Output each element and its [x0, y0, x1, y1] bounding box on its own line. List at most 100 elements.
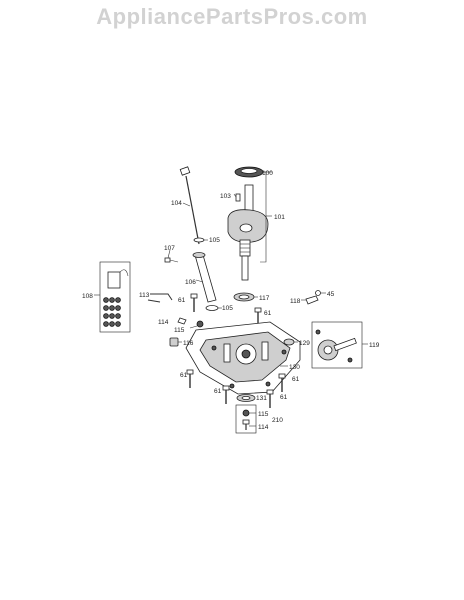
sump-housing-130[interactable]	[185, 321, 301, 395]
callout-105a[interactable]: 105	[209, 237, 220, 244]
screw-head	[315, 290, 321, 296]
screw-45[interactable]	[315, 290, 327, 296]
bolt-head	[266, 389, 274, 395]
bolt-61c[interactable]	[186, 369, 194, 388]
callout-113[interactable]: 113	[139, 292, 150, 299]
screw-head	[177, 317, 187, 325]
plug-116[interactable]	[169, 337, 182, 347]
callout-129[interactable]: 129	[299, 340, 310, 347]
callout-114a[interactable]: 114	[158, 319, 169, 326]
kit-part	[315, 329, 321, 335]
bolt-61e[interactable]	[222, 385, 230, 404]
o-ring-105b[interactable]	[205, 305, 219, 311]
key-part[interactable]	[235, 193, 241, 202]
seal-131[interactable]	[236, 394, 256, 402]
cam-hub	[323, 345, 333, 355]
o-ring-105[interactable]	[193, 237, 205, 243]
kit-part	[115, 321, 121, 327]
seal-inner	[241, 395, 251, 400]
drain-kit-210[interactable]	[235, 404, 257, 434]
callout-61e[interactable]: 61	[214, 388, 222, 395]
governor-kit-108[interactable]	[94, 261, 131, 333]
callout-61c[interactable]: 61	[180, 372, 188, 379]
leader-104	[182, 202, 191, 207]
link-rod	[150, 293, 173, 301]
leader-115a	[189, 325, 198, 329]
callout-115b[interactable]: 115	[258, 411, 269, 418]
spring	[147, 299, 161, 303]
bolt-head	[190, 293, 198, 299]
governor-body	[107, 271, 121, 289]
callout-103[interactable]: 103	[220, 193, 231, 200]
crank-pin	[239, 223, 253, 233]
callout-119[interactable]: 119	[369, 342, 380, 349]
callout-114b[interactable]: 114	[258, 424, 269, 431]
cam-shaft	[333, 337, 357, 352]
bolt-hole	[265, 381, 271, 387]
dipstick-rod	[185, 175, 200, 245]
kit-box	[311, 321, 363, 369]
callout-131[interactable]: 131	[256, 395, 267, 402]
washer-115b	[242, 409, 250, 417]
watermark-text: AppliancePartsPros.com	[96, 4, 368, 29]
gasket	[283, 338, 295, 346]
link-113[interactable]	[147, 293, 173, 303]
callout-61a[interactable]: 61	[178, 297, 186, 304]
callout-105b[interactable]: 105	[222, 305, 233, 312]
screw-114a[interactable]	[177, 317, 187, 325]
callout-118[interactable]: 118	[290, 298, 301, 305]
plug-head	[242, 419, 250, 425]
kit-part	[109, 297, 115, 303]
bolt-head	[186, 369, 194, 375]
callout-106[interactable]: 106	[185, 279, 196, 286]
oil-seal-inner	[240, 168, 258, 174]
kit-part	[109, 305, 115, 311]
seal-117[interactable]	[233, 292, 258, 302]
kit-part	[109, 313, 115, 319]
kit-part	[347, 357, 353, 363]
plug-body	[169, 337, 179, 347]
callout-61d[interactable]: 61	[292, 376, 300, 383]
callout-45[interactable]: 45	[327, 291, 335, 298]
callout-117[interactable]: 117	[259, 295, 270, 302]
sump-bore	[241, 349, 251, 359]
seal-inner	[238, 294, 250, 300]
kit-part	[115, 313, 121, 319]
crankshaft-group	[227, 166, 272, 281]
callout-104[interactable]: 104	[171, 200, 182, 207]
tube-top	[192, 252, 206, 258]
callout-61b[interactable]: 61	[264, 310, 272, 317]
bolt-hole	[211, 345, 217, 351]
bolt-61f[interactable]	[266, 389, 274, 408]
lever-118[interactable]	[301, 295, 319, 305]
crankshaft-lower-shaft	[241, 255, 249, 281]
washer-115a[interactable]	[189, 320, 204, 329]
callout-61f[interactable]: 61	[280, 394, 288, 401]
callout-130[interactable]: 130	[289, 364, 300, 371]
leader-107	[167, 249, 171, 259]
leader-103	[233, 193, 237, 198]
sump-rib	[223, 343, 231, 363]
callout-115a[interactable]: 115	[174, 327, 185, 334]
governor-arm	[119, 269, 129, 277]
callout-101[interactable]: 101	[274, 214, 285, 221]
callout-210[interactable]: 210	[272, 417, 283, 424]
dipstick-tube-106[interactable]	[194, 254, 217, 303]
callout-100[interactable]: 100	[262, 170, 273, 177]
bolt-61d[interactable]	[278, 373, 286, 392]
callout-116[interactable]: 116	[183, 340, 194, 347]
kit-part	[103, 321, 109, 327]
washer	[196, 320, 204, 328]
callout-108[interactable]: 108	[82, 293, 93, 300]
callout-107[interactable]: 107	[164, 245, 175, 252]
camshaft-kit-119[interactable]	[311, 321, 368, 369]
gasket-129[interactable]	[283, 338, 298, 346]
screw-107[interactable]	[164, 249, 179, 263]
kit-part	[115, 305, 121, 311]
bolt-61a[interactable]	[190, 293, 198, 312]
dipstick-cap[interactable]	[179, 166, 191, 176]
dipstick-group	[179, 166, 208, 245]
bolt-hole	[229, 383, 235, 389]
bolt-hole	[281, 349, 287, 355]
